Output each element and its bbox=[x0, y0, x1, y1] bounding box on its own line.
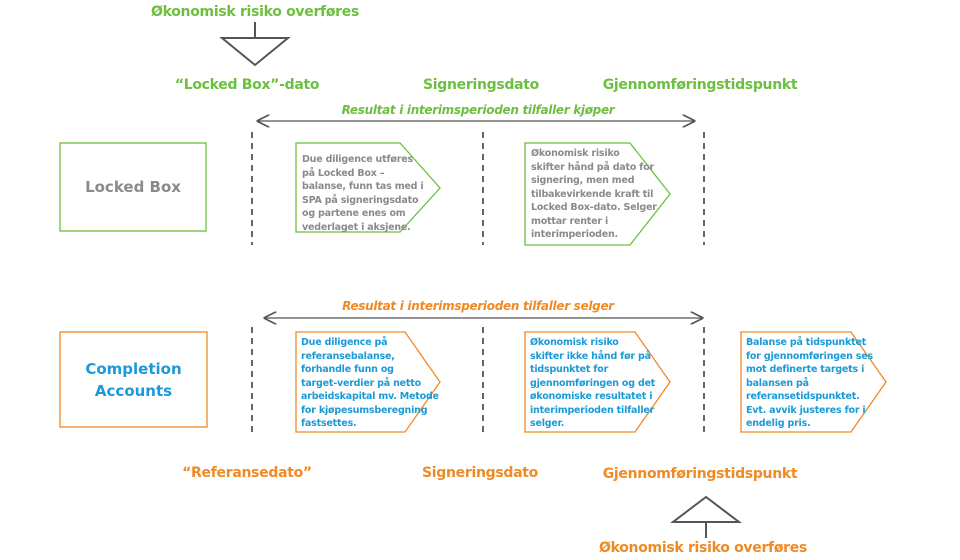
date-label: “Referansedato” bbox=[182, 465, 312, 481]
method-completion-accounts: Completion Accounts bbox=[85, 359, 182, 400]
step-text: Økonomisk risiko skifter ikke hånd før p… bbox=[530, 337, 656, 429]
method-locked-box: Locked Box bbox=[85, 178, 181, 196]
step-shape bbox=[524, 142, 671, 246]
date-label: Gjennomføringstidspunkt bbox=[602, 77, 798, 93]
up-arrow-icon bbox=[670, 495, 742, 538]
date-label: Gjennomføringstidspunkt bbox=[602, 466, 798, 482]
step-text: Balanse på tidspunktet for gjennomføring… bbox=[746, 337, 873, 429]
period-label-top: Resultat i interimsperioden tilfaller kj… bbox=[341, 103, 615, 117]
date-label: “Locked Box”-dato bbox=[174, 77, 320, 93]
step-shape bbox=[295, 142, 441, 233]
step-shape bbox=[740, 331, 887, 433]
risk-transfer-label-bottom: Økonomisk risiko overføres bbox=[599, 540, 807, 556]
timeline-dashes-top bbox=[251, 132, 705, 245]
locked-box-frame bbox=[59, 142, 207, 232]
step-shape bbox=[295, 331, 441, 433]
completion-frame bbox=[59, 331, 208, 428]
down-arrow-icon bbox=[219, 22, 291, 67]
step-text: Due diligence på referansebalanse, forha… bbox=[301, 337, 439, 429]
step-text: Due diligence utføres på Locked Box – ba… bbox=[302, 154, 424, 233]
date-label: Signeringsdato bbox=[423, 77, 539, 93]
period-label-bottom: Resultat i interimsperioden tilfaller se… bbox=[342, 299, 614, 313]
date-label: Signeringsdato bbox=[422, 465, 538, 481]
step-text: Økonomisk risiko skifter hånd på dato fo… bbox=[531, 148, 657, 240]
risk-transfer-label-top: Økonomisk risiko overføres bbox=[151, 4, 359, 20]
step-shape bbox=[524, 331, 671, 433]
timeline-dashes-bottom bbox=[251, 327, 705, 435]
